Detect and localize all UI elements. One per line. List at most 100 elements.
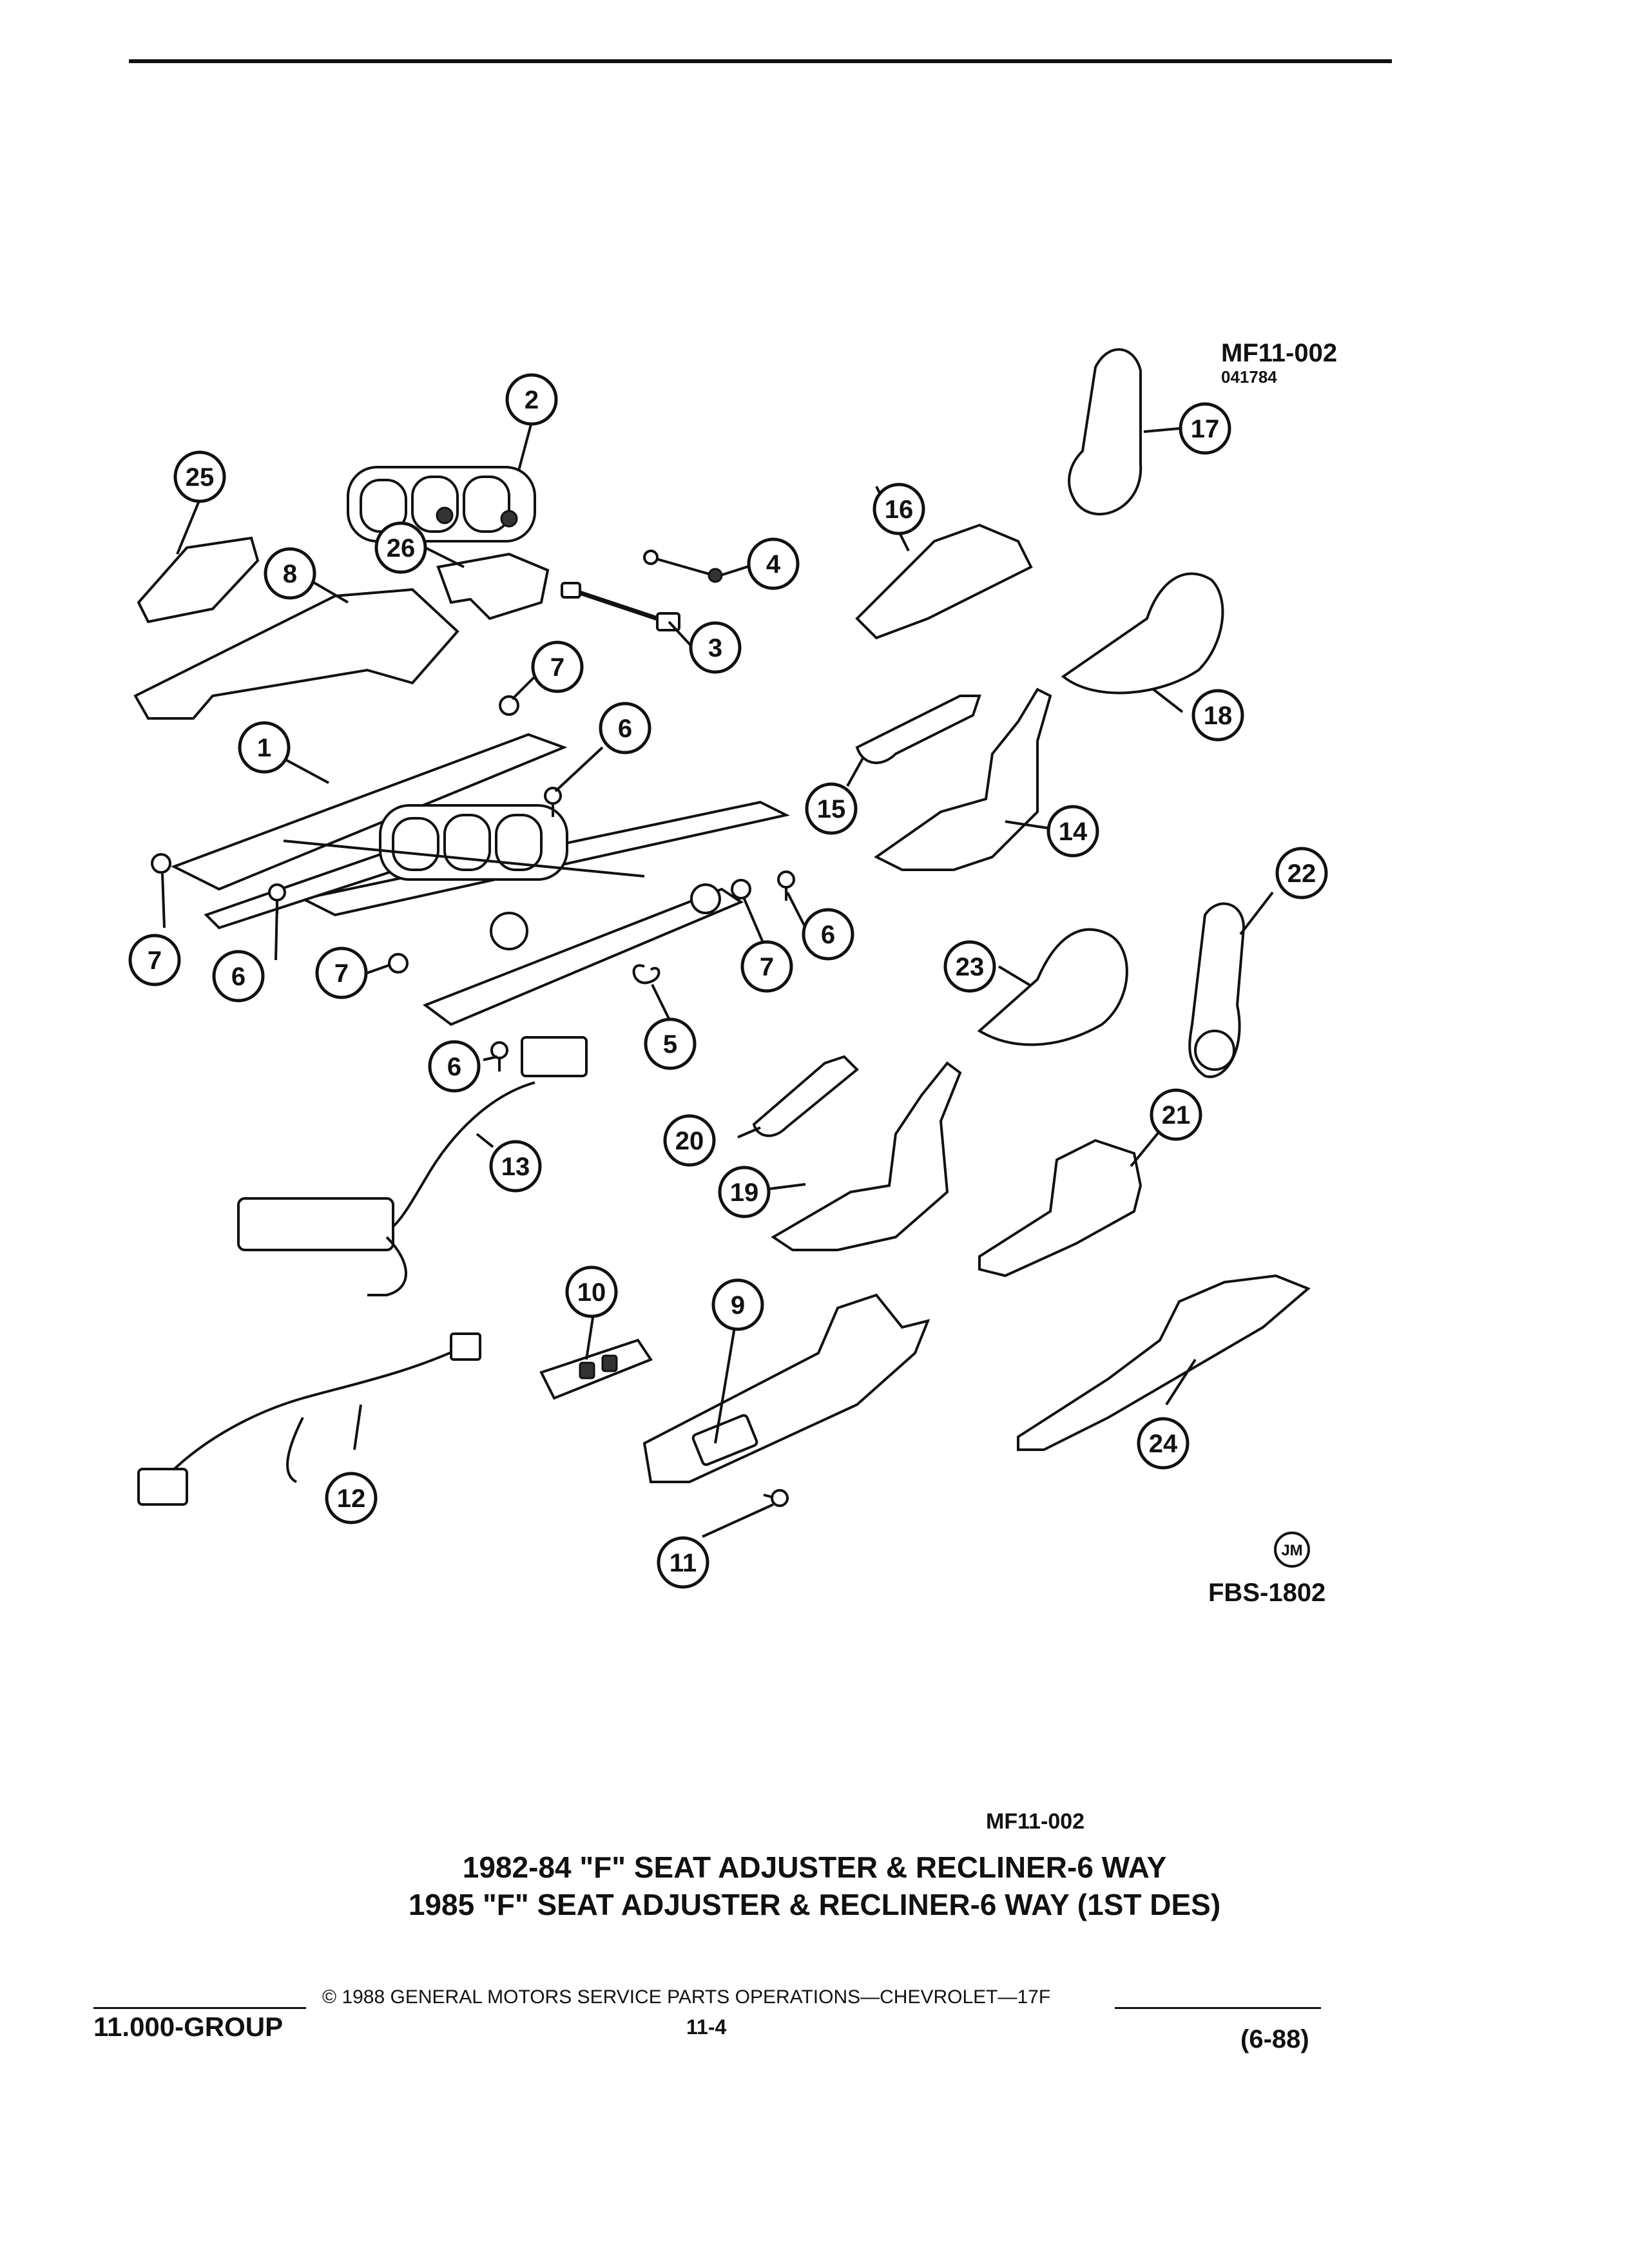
callout-11: 11 — [657, 1536, 709, 1589]
artist-mark: JM — [1274, 1532, 1310, 1568]
part-11-screw — [763, 1489, 789, 1507]
part-9-side-panel — [642, 1293, 930, 1483]
fastener-6d — [490, 1041, 508, 1072]
footer-rule-right — [1115, 2007, 1321, 2009]
figure-id: FBS-1802 — [1208, 1579, 1325, 1607]
exploded-parts-diagram: 1 2 3 4 5 6 6 6 6 7 7 7 7 8 9 10 11 12 1… — [128, 348, 1328, 1607]
callout-4: 4 — [747, 537, 800, 590]
svg-text:12: 12 — [337, 1485, 366, 1513]
fastener-6a — [544, 787, 562, 817]
callout-21: 21 — [1150, 1088, 1202, 1141]
callout-25: 25 — [173, 450, 226, 503]
svg-text:13: 13 — [501, 1153, 530, 1181]
callout-1: 1 — [238, 721, 291, 774]
svg-text:23: 23 — [956, 953, 985, 981]
part-26-bracket — [436, 552, 550, 620]
callout-3: 3 — [689, 621, 742, 674]
part-10-switch — [539, 1338, 653, 1400]
footer-date: (6-88) — [1240, 2025, 1309, 2053]
svg-text:7: 7 — [334, 959, 349, 988]
callout-14: 14 — [1046, 805, 1099, 858]
callout-12: 12 — [325, 1472, 378, 1524]
callout-7b: 7 — [128, 934, 181, 986]
fastener-6c — [777, 870, 795, 901]
svg-text:19: 19 — [730, 1178, 759, 1207]
fastener-7b — [151, 853, 171, 874]
top-rule — [129, 59, 1392, 63]
part-8-track-cover — [133, 588, 459, 720]
part-14-recliner-mechanism — [874, 687, 1052, 871]
svg-text:6: 6 — [231, 963, 246, 991]
callout-7c: 7 — [315, 947, 368, 999]
svg-text:9: 9 — [731, 1291, 745, 1320]
part-21-cover — [978, 1139, 1142, 1278]
svg-text:20: 20 — [675, 1127, 704, 1155]
part-24-side-panel — [1017, 1274, 1311, 1451]
svg-text:10: 10 — [577, 1278, 606, 1307]
svg-text:24: 24 — [1149, 1430, 1178, 1458]
svg-text:25: 25 — [186, 463, 215, 492]
svg-text:16: 16 — [885, 495, 914, 524]
svg-text:8: 8 — [283, 560, 297, 588]
callout-18: 18 — [1191, 689, 1244, 742]
caption-line-2: 1985 "F" SEAT ADJUSTER & RECLINER-6 WAY … — [408, 1888, 1221, 1921]
svg-text:21: 21 — [1162, 1101, 1191, 1129]
callout-17: 17 — [1179, 402, 1231, 455]
svg-text:7: 7 — [550, 653, 564, 682]
part-4-cable — [643, 550, 723, 583]
part-5-spring — [632, 964, 660, 985]
svg-text:7: 7 — [148, 947, 162, 975]
callout-20: 20 — [663, 1114, 716, 1167]
footer-page: 11-4 — [686, 2015, 727, 2039]
leader-lines — [161, 421, 1274, 1538]
callout-6d: 6 — [428, 1040, 481, 1093]
part-17-cover — [1068, 348, 1142, 515]
svg-text:11: 11 — [670, 1549, 697, 1577]
caption-line-1: 1982-84 "F" SEAT ADJUSTER & RECLINER-6 W… — [462, 1850, 1167, 1884]
part-13-wiring-harness — [237, 1036, 588, 1296]
svg-text:6: 6 — [618, 715, 632, 743]
callout-9: 9 — [711, 1278, 764, 1331]
callout-7d: 7 — [740, 940, 793, 993]
part-19-recliner-mechanism — [771, 1061, 962, 1251]
svg-text:18: 18 — [1204, 702, 1233, 730]
header-sub-code: 041784 — [1221, 367, 1277, 387]
part-3-drive-cable — [561, 582, 680, 631]
header-code: MF11-002 — [1221, 339, 1338, 367]
caption-ref: MF11-002 — [986, 1809, 1085, 1834]
part-22-ring — [1194, 1030, 1235, 1071]
svg-text:4: 4 — [766, 550, 781, 579]
svg-text:5: 5 — [663, 1030, 677, 1059]
svg-text:15: 15 — [817, 795, 846, 823]
footer-rule-left — [93, 2007, 306, 2009]
callout-6a: 6 — [599, 702, 651, 754]
fastener-7c — [388, 953, 409, 974]
callout-16: 16 — [872, 483, 925, 535]
part-16-recliner-cover — [855, 523, 1033, 640]
footer-group: 11.000-GROUP — [93, 2012, 284, 2042]
svg-text:17: 17 — [1191, 415, 1220, 443]
svg-text:7: 7 — [760, 953, 774, 981]
svg-text:22: 22 — [1287, 860, 1316, 888]
callout-22: 22 — [1275, 847, 1328, 899]
callout-19: 19 — [718, 1166, 771, 1218]
part-18-plate — [1061, 572, 1224, 695]
footer-copyright: © 1988 GENERAL MOTORS SERVICE PARTS OPER… — [322, 1986, 1051, 2008]
svg-text:6: 6 — [447, 1053, 461, 1081]
callout-8: 8 — [264, 547, 316, 600]
callout-5: 5 — [644, 1017, 697, 1070]
svg-text:6: 6 — [821, 921, 835, 949]
part-23-plate — [977, 928, 1128, 1046]
callout-26: 26 — [374, 521, 427, 574]
svg-text:26: 26 — [387, 534, 416, 562]
callout-23: 23 — [943, 940, 996, 993]
part-20-handle — [752, 1055, 859, 1137]
callout-2: 2 — [505, 373, 558, 426]
svg-text:14: 14 — [1059, 818, 1088, 846]
svg-text:3: 3 — [708, 634, 722, 662]
callout-7a: 7 — [531, 640, 584, 693]
callout-24: 24 — [1137, 1417, 1190, 1470]
svg-text:1: 1 — [257, 734, 271, 762]
callout-10: 10 — [565, 1265, 618, 1318]
callout-13: 13 — [489, 1140, 542, 1193]
